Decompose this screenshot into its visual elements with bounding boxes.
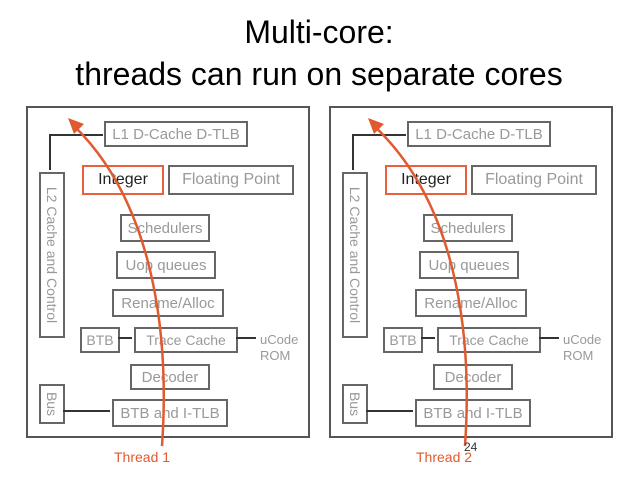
thread-1-arrow	[68, 118, 165, 447]
ucode-line1: uCode	[260, 332, 299, 347]
uop-queues: Uop queues	[116, 251, 216, 279]
thread-1-arrowhead	[68, 118, 84, 134]
rename-alloc: Rename/Alloc	[415, 289, 527, 317]
thread-2-label: Thread 2	[416, 449, 473, 465]
btb: BTB	[383, 327, 423, 353]
ucode-line1: uCode	[563, 332, 602, 347]
core-2-connectors	[352, 134, 559, 412]
l2-cache-control: L2 Cache and Control	[342, 172, 368, 338]
btb-and-itlb: BTB and I-TLB	[415, 399, 531, 427]
floating-point-unit: Floating Point	[471, 165, 597, 195]
uop-queues: Uop queues	[419, 251, 519, 279]
core-2: L1 D-Cache D-TLB Integer Floating Point …	[329, 106, 613, 438]
thread-1-path	[71, 123, 165, 447]
ucode-line2: ROM	[563, 348, 594, 363]
schedulers: Schedulers	[120, 214, 210, 242]
ucode-rom-label: uCode ROM	[563, 332, 601, 364]
thread-2-arrow	[368, 118, 468, 447]
l1-dcache-dtlb: L1 D-Cache D-TLB	[104, 121, 248, 147]
bus: Bus	[342, 384, 368, 424]
thread-2-path	[371, 123, 468, 447]
slide-title-line2: threads can run on separate cores	[75, 56, 563, 92]
ucode-line2: ROM	[260, 348, 291, 363]
trace-cache: Trace Cache	[134, 327, 238, 353]
l2-to-l1-connector	[49, 134, 103, 170]
thread-1-label: Thread 1	[114, 449, 171, 465]
bus: Bus	[39, 384, 65, 424]
btb: BTB	[80, 327, 120, 353]
rename-alloc: Rename/Alloc	[112, 289, 224, 317]
ucode-rom-label: uCode ROM	[260, 332, 298, 364]
core-1-connectors	[49, 134, 256, 412]
thread-2-arrowhead	[368, 118, 384, 134]
schedulers: Schedulers	[423, 214, 513, 242]
btb-and-itlb: BTB and I-TLB	[112, 399, 228, 427]
floating-point-unit: Floating Point	[168, 165, 294, 195]
slide-title-line1: Multi-core:	[244, 14, 394, 50]
l2-to-l1-connector	[352, 134, 406, 170]
l1-dcache-dtlb: L1 D-Cache D-TLB	[407, 121, 551, 147]
page-number: 24	[464, 440, 478, 454]
decoder: Decoder	[130, 364, 210, 390]
trace-cache: Trace Cache	[437, 327, 541, 353]
l2-cache-control: L2 Cache and Control	[39, 172, 65, 338]
decoder: Decoder	[433, 364, 513, 390]
